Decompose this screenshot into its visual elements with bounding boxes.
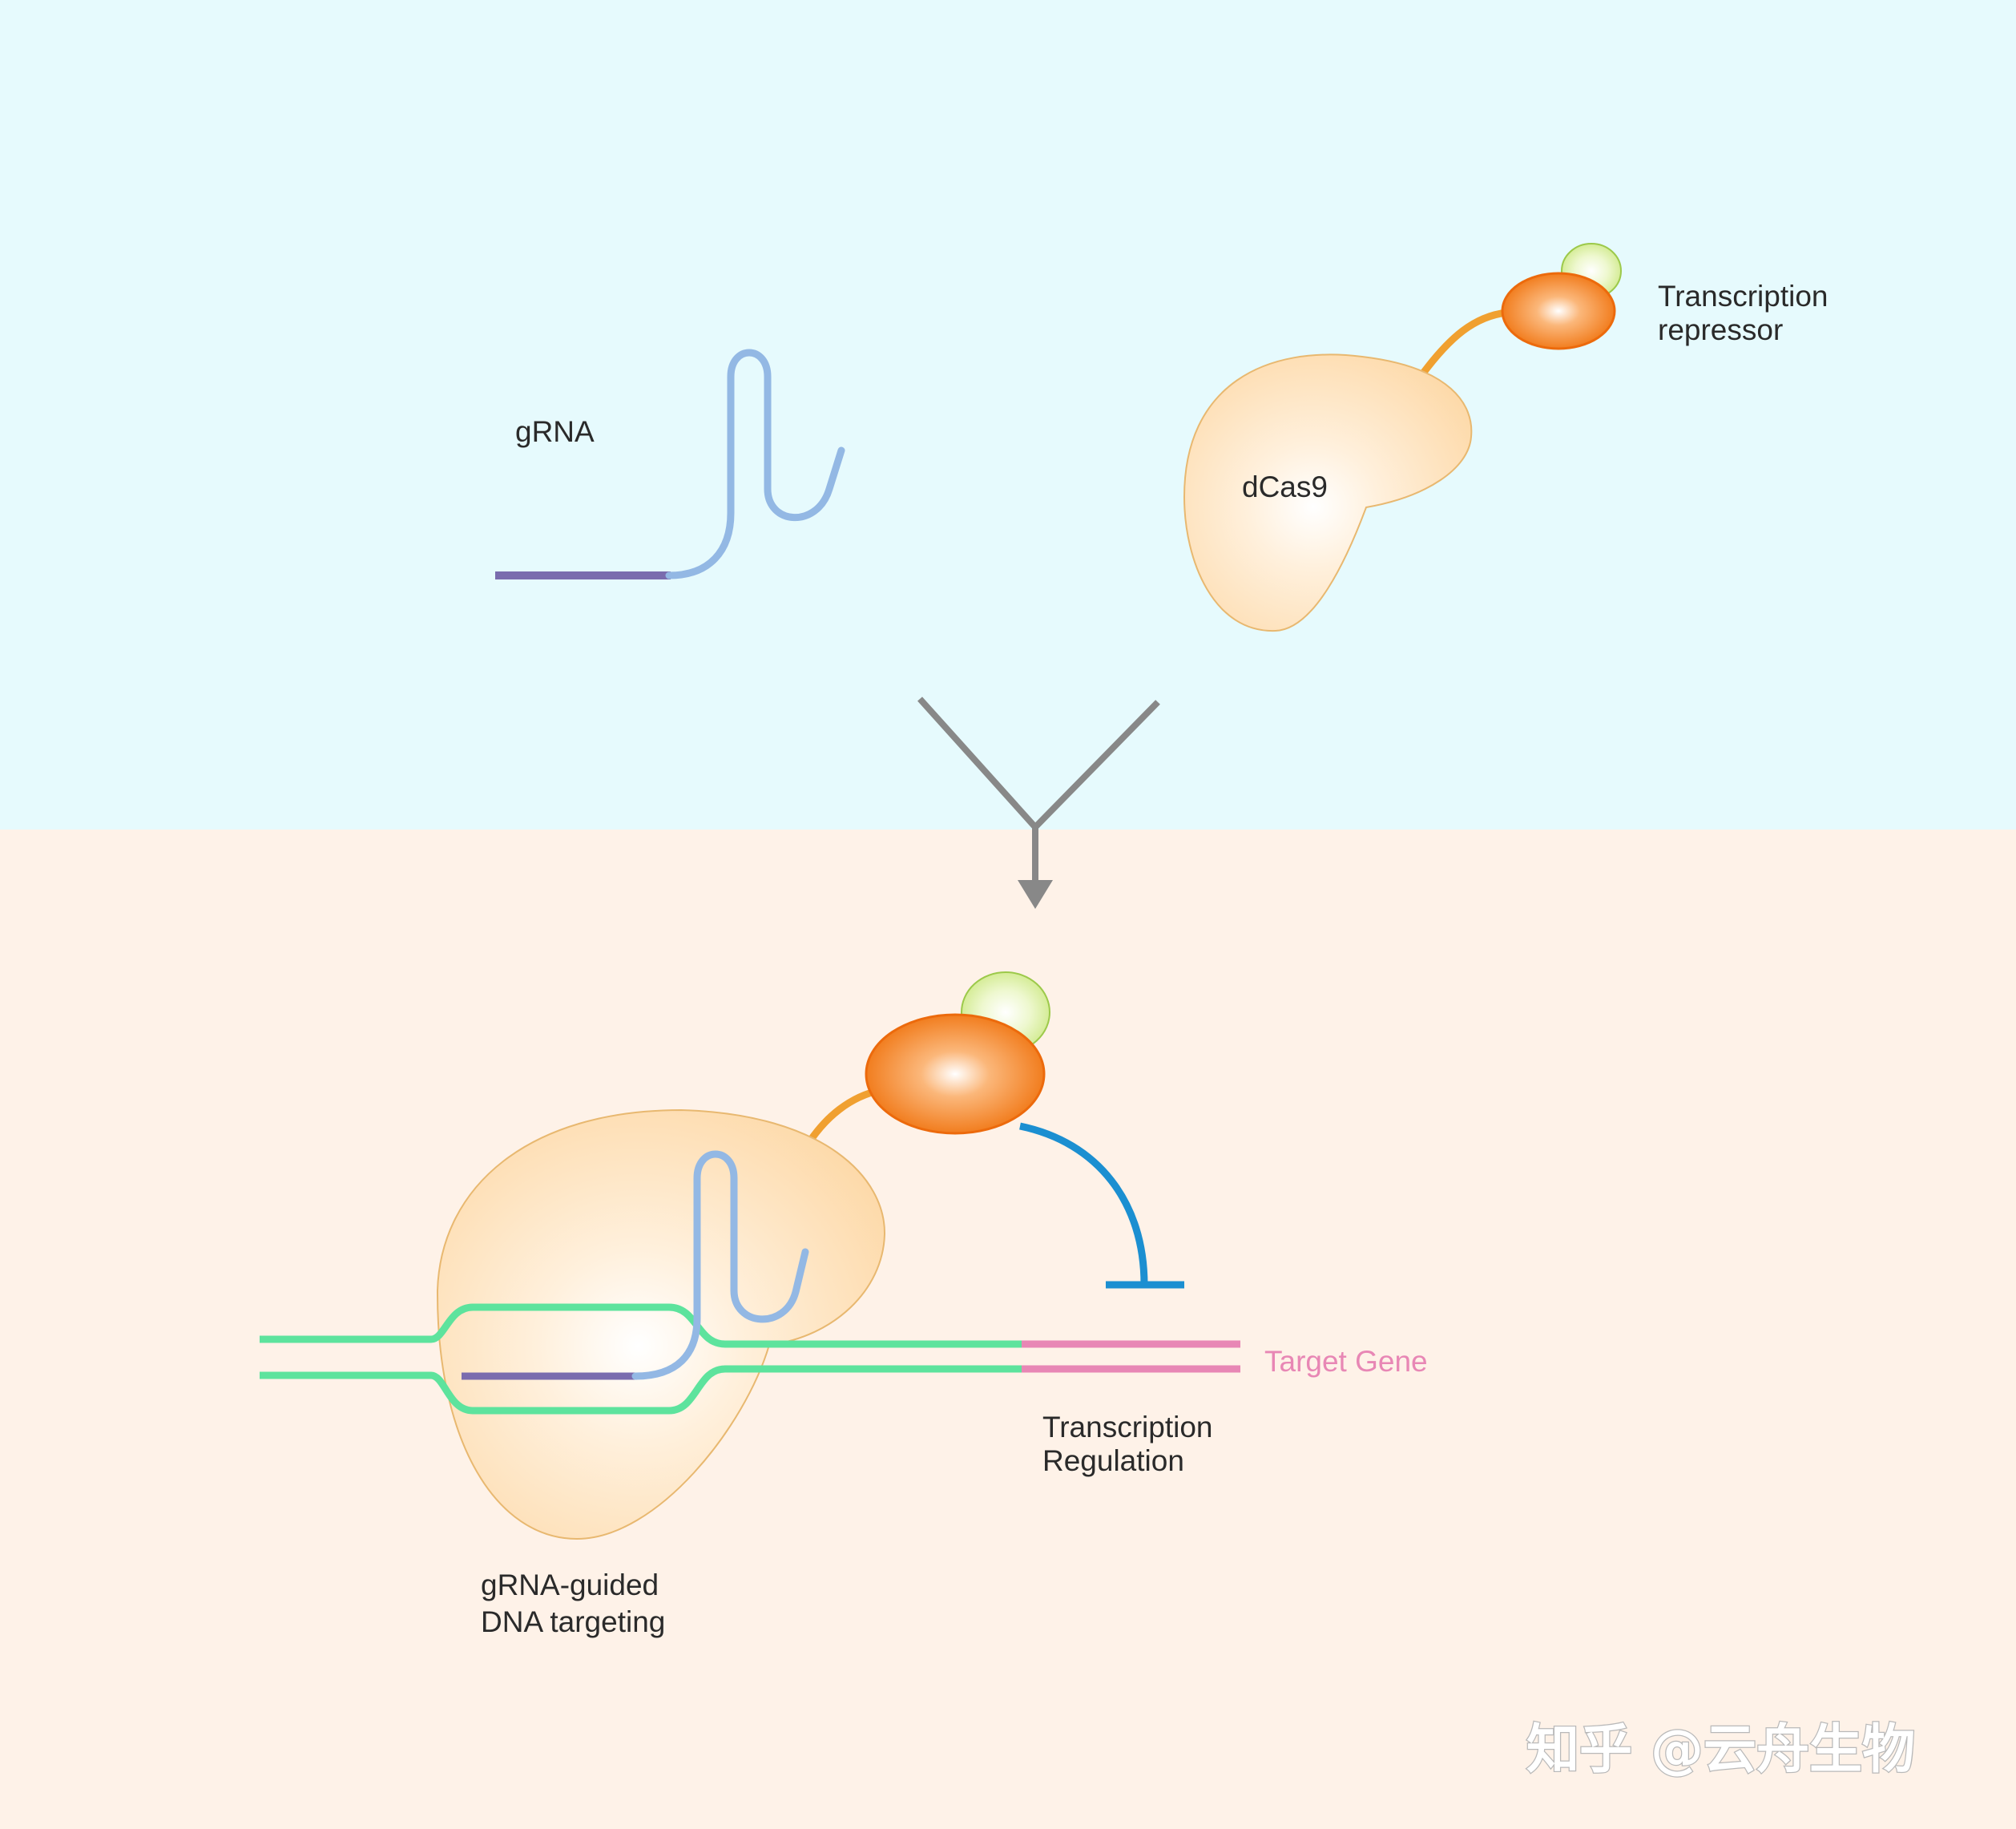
- combine-arrow: [917, 696, 1160, 909]
- targeting-label-line2: DNA targeting: [481, 1605, 665, 1638]
- transcription-repressor: [1501, 272, 1616, 350]
- top-background: [0, 0, 2016, 830]
- inhibition-arc: [1019, 1122, 1148, 1286]
- dna-bottom-strand: [260, 1365, 1022, 1415]
- repressor-label-line2: repressor: [1658, 313, 1783, 346]
- dcas9-protein: [1183, 353, 1473, 632]
- bound-transcription-repressor: [865, 1013, 1046, 1135]
- target-gene-label: Target Gene: [1264, 1345, 1428, 1378]
- grna-label: gRNA: [515, 415, 595, 448]
- free-grna: [495, 349, 845, 579]
- bound-dcas9-protein: [436, 1108, 886, 1540]
- targeting-label-line1: gRNA-guided: [481, 1569, 659, 1601]
- regulation-label-line2: Regulation: [1042, 1444, 1184, 1477]
- inhibition-icon: [1019, 1122, 1184, 1289]
- arrowhead-icon: [1018, 880, 1053, 909]
- regulation-label-line1: Transcription: [1042, 1411, 1212, 1443]
- grna-scaffold-hairpin: [665, 349, 845, 579]
- dcas9-label: dCas9: [1242, 470, 1328, 503]
- dna-top-strand: [260, 1303, 1022, 1348]
- watermark: 知乎 @云舟生物: [1526, 1718, 1915, 1780]
- bound-grna-scaffold: [631, 1150, 809, 1380]
- repressor-label-line1: Transcription: [1658, 280, 1828, 313]
- repressor-linker: [1418, 309, 1510, 378]
